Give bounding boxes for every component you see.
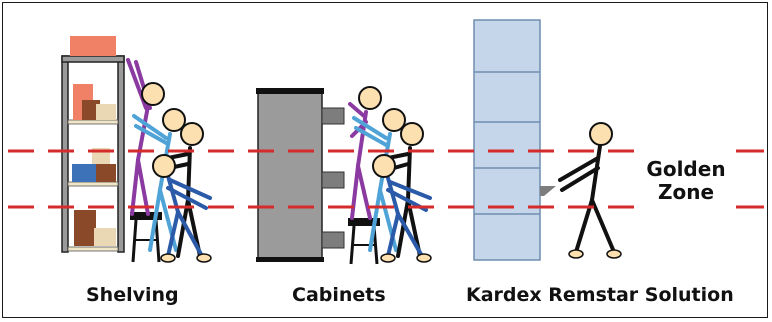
kardex-delivery-tray — [540, 186, 556, 196]
cabinet-unit — [256, 88, 345, 262]
golden-zone-label-line2: Zone — [657, 180, 715, 204]
storage-box — [82, 100, 100, 120]
figure-crouching-blue — [152, 154, 212, 263]
stool — [130, 212, 162, 263]
cabinet-drawer — [321, 171, 345, 189]
shelving-caption: Shelving — [86, 284, 179, 306]
shelving-unit — [61, 36, 125, 253]
storage-box — [70, 36, 116, 56]
cabinet-drawer — [321, 231, 345, 249]
storage-box — [96, 164, 116, 182]
kardex-unit — [473, 19, 556, 261]
figure-operator-black — [558, 122, 622, 259]
kardex-caption: Kardex Remstar Solution — [466, 284, 734, 306]
golden-zone-label: Golden Zone — [636, 158, 736, 204]
figure-crouching-blue — [372, 154, 432, 263]
storage-box — [94, 228, 116, 246]
figure-upper-light-blue — [352, 108, 406, 252]
storage-box — [74, 210, 96, 246]
golden-zone-lines — [8, 149, 764, 209]
cabinets-caption: Cabinets — [292, 284, 386, 306]
cabinet-drawer — [321, 107, 345, 125]
golden-zone-label-line1: Golden — [646, 157, 726, 181]
storage-box — [96, 104, 116, 120]
storage-box — [72, 164, 98, 182]
